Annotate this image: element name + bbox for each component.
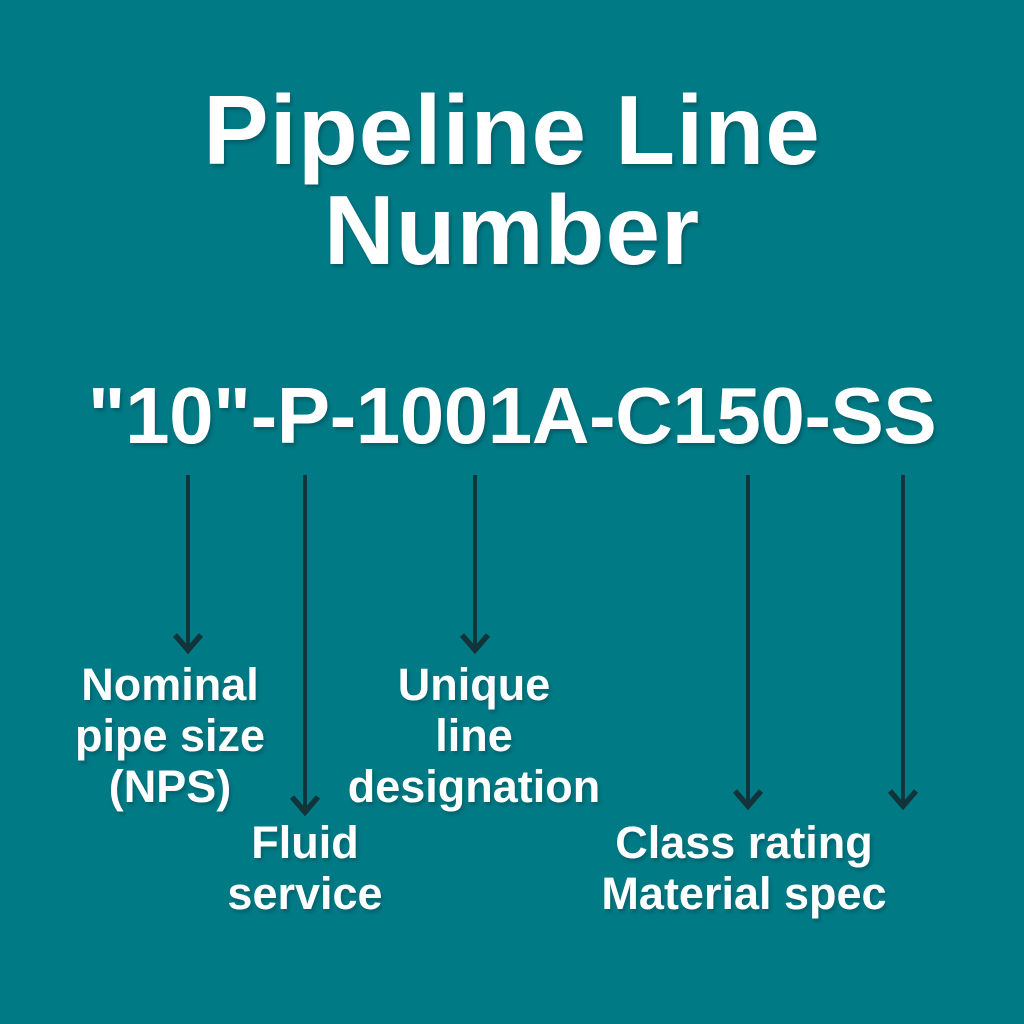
label-unique-line-designation: Unique line designation [348,659,601,812]
label-fluid-service: Fluid service [227,817,382,919]
arrow-down-icon-unique-line [459,475,491,655]
arrow-down-icon-class-rating [732,475,764,811]
label-unique-line-designation-line-2: line [435,710,513,761]
label-class-rating-material-spec-line-2: Material spec [601,868,887,919]
page-title-line-2: Number [323,175,701,285]
page-title: Pipeline Line Number [0,80,1024,280]
label-nominal-pipe-size-line-2: pipe size [74,710,266,761]
label-class-rating-material-spec: Class rating Material spec [601,817,886,919]
label-nominal-pipe-size-line-3: (NPS) [108,761,232,812]
label-fluid-service-line-1: Fluid [251,817,359,868]
arrow-down-icon-nps [172,475,204,655]
arrow-down-icon-fluid-service [289,475,321,817]
label-nominal-pipe-size-line-1: Nominal [81,659,259,710]
pipeline-line-number-code: "10"-P-1001A-C150-SS [87,371,937,460]
label-unique-line-designation-line-1: Unique [397,659,551,710]
page-title-line-1: Pipeline Line [203,75,821,185]
label-fluid-service-line-2: service [227,868,383,919]
label-class-rating-material-spec-line-1: Class rating [615,817,873,868]
arrow-down-icon-material-spec [887,475,919,811]
label-unique-line-designation-line-3: designation [347,761,601,812]
label-nominal-pipe-size: Nominal pipe size (NPS) [75,659,265,812]
